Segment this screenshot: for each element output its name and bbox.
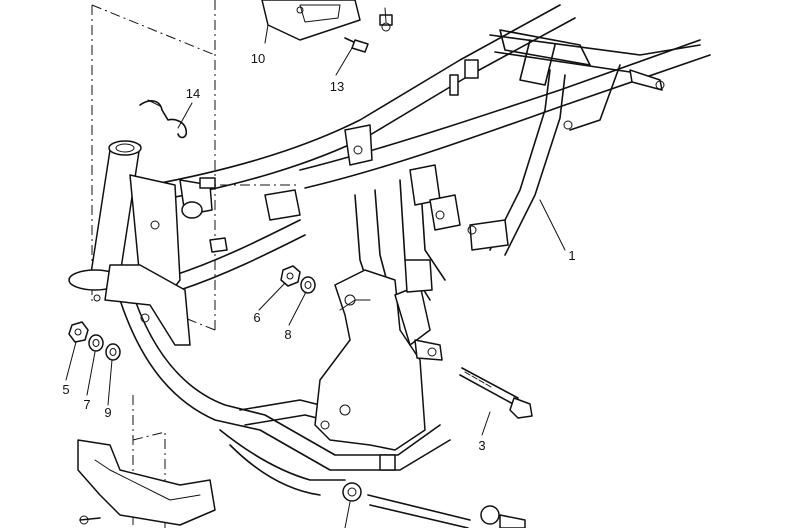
label-part-7: 7 bbox=[83, 397, 90, 412]
leader-lines bbox=[65, 7, 566, 528]
reference-lines bbox=[91, 0, 300, 528]
part-3-bolt bbox=[459, 367, 533, 419]
part-6-nut bbox=[280, 265, 301, 287]
label-part-8: 8 bbox=[284, 327, 291, 342]
part-9-washer bbox=[105, 343, 121, 361]
label-part-5: 5 bbox=[62, 382, 69, 397]
label-part-14: 14 bbox=[186, 86, 200, 101]
label-part-10: 10 bbox=[251, 51, 265, 66]
part-7-washer bbox=[88, 334, 104, 352]
label-part-6: 6 bbox=[253, 310, 260, 325]
engine-mount-bracket bbox=[314, 259, 443, 471]
part-5-nut bbox=[68, 321, 89, 343]
steering-head bbox=[68, 140, 301, 346]
part-8-washer bbox=[300, 276, 316, 294]
main-frame bbox=[119, 4, 711, 496]
part-14-clip bbox=[139, 99, 188, 139]
part-13-bolt bbox=[344, 37, 369, 53]
label-part-1: 1 bbox=[568, 248, 575, 263]
label-part-9: 9 bbox=[104, 405, 111, 420]
part-labels: 10 13 14 1 6 8 5 7 9 3 bbox=[62, 51, 575, 453]
lower-left-bracket bbox=[77, 439, 216, 526]
lower-bolt bbox=[342, 482, 526, 528]
label-part-13: 13 bbox=[330, 79, 344, 94]
label-part-3: 3 bbox=[478, 438, 485, 453]
part-10-bracket bbox=[261, 0, 393, 41]
